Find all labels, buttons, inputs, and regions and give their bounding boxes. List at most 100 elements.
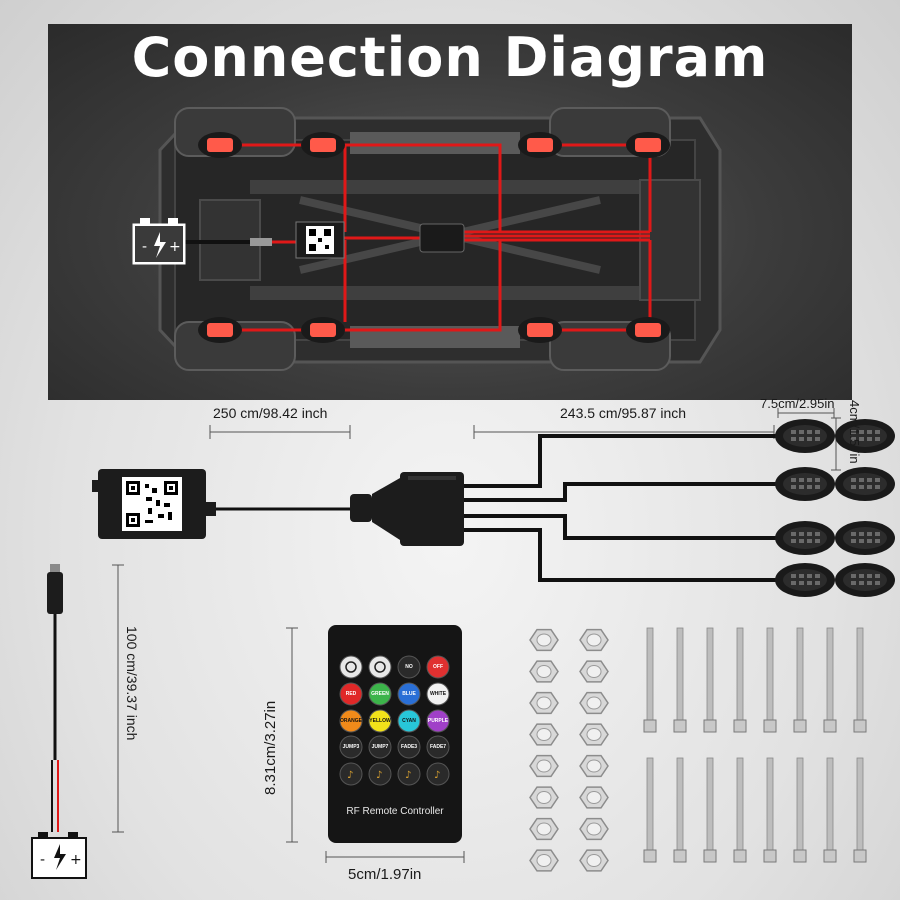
remote-button-label: PURPLE — [427, 718, 449, 724]
pod-front-left-inner — [301, 132, 345, 158]
bolt — [643, 757, 657, 863]
remote-label: RF Remote Controller — [346, 806, 444, 817]
page-title: Connection Diagram — [131, 26, 769, 89]
pod-front-left-outer — [198, 132, 242, 158]
remote-button-label: YELLOW — [369, 718, 391, 724]
svg-text:+: + — [70, 852, 82, 868]
hex-nut — [529, 817, 559, 841]
controller-cable-length: 250 cm/98.42 inch — [213, 405, 328, 421]
output-wires — [464, 434, 778, 582]
led-pod — [835, 419, 895, 453]
bolt — [703, 757, 717, 863]
remote-button — [339, 655, 363, 679]
music-icon: ♪ — [434, 770, 440, 781]
bolt — [853, 757, 867, 863]
remote-button — [339, 735, 363, 759]
dimension-lines — [112, 408, 841, 863]
remote-button — [426, 709, 450, 733]
remote-button — [426, 682, 450, 706]
wire-splitter — [350, 472, 464, 546]
remote-button — [368, 735, 392, 759]
bolt — [763, 757, 777, 863]
remote-button — [397, 709, 421, 733]
led-pod — [835, 521, 895, 555]
bolt — [793, 757, 807, 863]
hex-nut — [529, 723, 559, 746]
hex-nut — [529, 660, 559, 683]
remote-button — [368, 709, 392, 733]
remote-button — [397, 762, 421, 786]
led-pod — [835, 563, 895, 597]
battery-icon: - + — [132, 218, 186, 265]
pod-front-right-outer — [626, 132, 670, 158]
remote-button-label: GREEN — [371, 691, 389, 697]
music-icon: ♪ — [405, 770, 411, 781]
bolt — [643, 627, 657, 733]
pod-rear-right-inner — [518, 317, 562, 343]
vehicle-splitter — [419, 223, 465, 253]
remote-button — [426, 655, 450, 679]
hex-nut — [579, 849, 609, 872]
led-pod — [775, 521, 835, 555]
hex-nut — [529, 691, 559, 715]
svg-text:+: + — [169, 239, 181, 255]
remote-button-label: RED — [345, 691, 357, 697]
power-icon — [345, 661, 357, 673]
hex-nut — [529, 628, 559, 652]
battery-icon-bottom: - + — [31, 832, 87, 879]
remote-button — [397, 735, 421, 759]
hex-nut — [529, 849, 559, 872]
nuts-group — [529, 628, 609, 872]
pod-rear-right-outer — [626, 317, 670, 343]
music-icon: ♪ — [347, 770, 353, 781]
remote-button — [339, 709, 363, 733]
led-pod — [835, 467, 895, 501]
remote-button — [368, 762, 392, 786]
power-cable-length: 100 cm/39.37 inch — [124, 626, 140, 741]
remote-buttons: ♪ ♪ ♪ ♪ — [339, 655, 450, 786]
vehicle-controller — [295, 221, 345, 259]
hex-nut — [579, 817, 609, 841]
remote-button — [368, 655, 392, 679]
bolt — [673, 627, 687, 733]
hex-nut — [579, 691, 609, 715]
bolts-group — [643, 627, 867, 863]
power-plug — [250, 238, 272, 246]
hex-nut — [579, 628, 609, 652]
bolt — [823, 627, 837, 733]
hex-nut — [579, 786, 609, 809]
remote-button-label: WHITE — [429, 691, 447, 697]
led-pod — [775, 419, 835, 453]
remote-button-label: CYAN — [402, 718, 416, 724]
bolt — [793, 627, 807, 733]
power-icon — [374, 661, 386, 673]
led-pod — [775, 563, 835, 597]
remote-button — [339, 762, 363, 786]
svg-text:-: - — [142, 239, 147, 255]
bolt — [733, 757, 747, 863]
bolt — [733, 627, 747, 733]
remote-height: 8.31cm/3.27in — [262, 700, 279, 795]
remote-button — [368, 682, 392, 706]
remote-button-label: BLUE — [402, 691, 416, 697]
led-pod — [775, 467, 835, 501]
remote-button — [397, 655, 421, 679]
remote-button-label: FADE3 — [400, 744, 418, 750]
hex-nut — [579, 660, 609, 683]
hex-nut — [529, 754, 559, 778]
remote-button-label: ORANGE — [340, 718, 362, 724]
pod-front-right-inner — [518, 132, 562, 158]
rf-controller-box — [92, 469, 216, 539]
remote-button-label: FADE7 — [429, 744, 447, 750]
rf-remote — [328, 625, 462, 843]
remote-button-label: OFF — [433, 664, 443, 670]
music-icon: ♪ — [376, 770, 382, 781]
pod-height: 4cm/1.57in — [847, 400, 862, 464]
remote-button — [397, 682, 421, 706]
hex-nut — [579, 723, 609, 746]
remote-button — [339, 682, 363, 706]
bolt — [823, 757, 837, 863]
remote-button-label: JUMP7 — [371, 744, 389, 750]
remote-button — [426, 735, 450, 759]
